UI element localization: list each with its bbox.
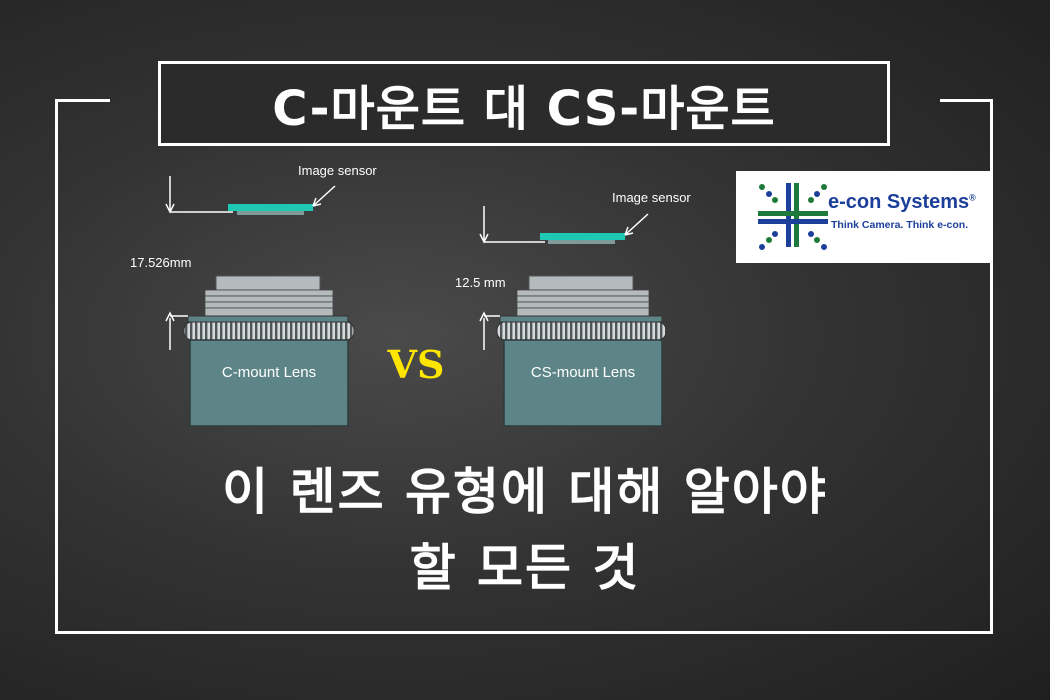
sensor-pointer	[312, 185, 336, 207]
lens-body	[189, 339, 349, 427]
lens-thread	[204, 289, 334, 297]
arrowhead-up	[479, 311, 489, 322]
lens-thread	[516, 295, 650, 303]
title-box: C-마운트 대 CS-마운트	[158, 61, 890, 146]
image-sensor	[540, 233, 625, 240]
sensor-base	[237, 210, 304, 215]
lens-focus-ring	[183, 321, 355, 341]
sensor-pointer	[624, 213, 649, 236]
image-sensor	[228, 204, 313, 211]
cs-mount-diagram: Image sensor 12.5 mm CS-mount Lens	[455, 190, 691, 427]
subtitle-line-2: 할 모든 것	[409, 539, 641, 597]
lens-label: CS-mount Lens	[531, 364, 635, 381]
lens-focus-ring	[496, 321, 667, 341]
lens-thread	[204, 301, 334, 309]
lens-thread	[516, 301, 650, 309]
econ-logo: e-con Systems® Think Camera. Think e-con…	[736, 171, 990, 263]
lens-top-cap	[528, 275, 634, 291]
distance-label: 12.5 mm	[455, 275, 506, 290]
logo-name: e-con Systems®	[828, 191, 976, 213]
frame-top-left	[55, 99, 110, 102]
logo-mark-icon	[758, 183, 828, 250]
sensor-base	[548, 239, 615, 244]
sensor-label: Image sensor	[612, 190, 691, 205]
page-title: C-마운트 대 CS-마운트	[272, 80, 776, 137]
distance-label: 17.526mm	[130, 255, 191, 270]
logo-tagline: Think Camera. Think e-con.	[831, 219, 969, 231]
lens-flange	[499, 315, 663, 323]
lens-thread	[204, 307, 334, 317]
frame-left	[55, 99, 58, 634]
subtitle-line-1: 이 렌즈 유형에 대해 알아야	[222, 463, 828, 521]
c-mount-diagram: Image sensor 17.526mm C-mount Lens	[130, 163, 377, 427]
lens-thread	[516, 289, 650, 297]
lens-flange	[187, 315, 349, 323]
lens-thread	[516, 307, 650, 317]
lens-label: C-mount Lens	[222, 364, 316, 381]
frame-bottom	[55, 631, 993, 634]
frame-top-right	[940, 99, 993, 102]
lens-body	[503, 339, 663, 427]
lens-thread	[204, 295, 334, 303]
lens-top-cap	[215, 275, 321, 291]
versus-text: VS	[387, 342, 445, 387]
sensor-label: Image sensor	[298, 163, 377, 178]
frame-right	[990, 99, 993, 634]
arrowhead-up	[165, 311, 175, 322]
